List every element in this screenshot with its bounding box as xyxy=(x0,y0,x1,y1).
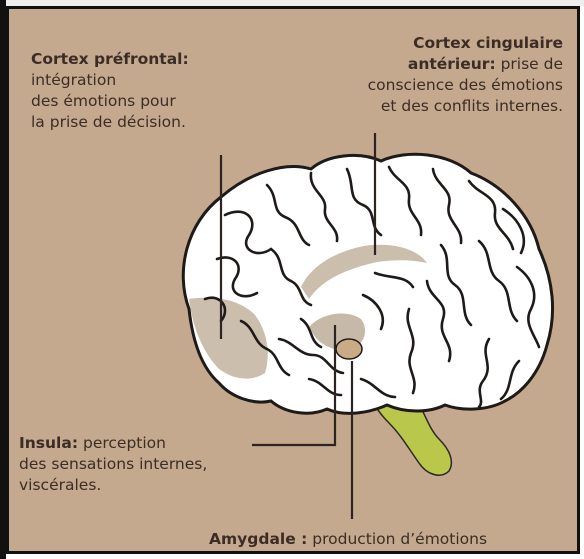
insula-pointer xyxy=(252,325,337,447)
brain-illustration xyxy=(181,133,555,519)
leader-lines xyxy=(219,133,377,519)
cingulate-line2: conscience des émotions xyxy=(367,76,563,94)
insula-line3: viscérales. xyxy=(19,476,102,494)
cingulate-line3: et des conflits internes. xyxy=(380,97,563,115)
prefrontal-title: Cortex préfrontal: xyxy=(31,50,189,68)
amygdala-label: Amygdale : production d’émotions xyxy=(209,529,577,550)
insula-title: Insula: xyxy=(19,434,79,452)
brain-gyri xyxy=(203,165,541,409)
insula-desc1: perception xyxy=(78,434,166,452)
cingulate-label: Cortex cingulaire antérieur: prise de co… xyxy=(263,33,563,117)
amygdala-region xyxy=(335,338,363,360)
cingulate-title2: antérieur: xyxy=(407,55,496,73)
amygdala-title: Amygdale : xyxy=(209,530,308,548)
top-border xyxy=(0,0,584,6)
insula-line2: des sensations internes, xyxy=(19,455,208,473)
brain-outline xyxy=(181,152,555,415)
prefrontal-line3: la prise de décision. xyxy=(31,113,186,131)
cingulate-region xyxy=(301,244,427,299)
prefrontal-line2: des émotions pour xyxy=(31,92,176,110)
left-border xyxy=(0,0,6,559)
prefrontal-label: Cortex préfrontal: intégration des émoti… xyxy=(31,49,291,133)
cingulate-desc1: prise de xyxy=(495,55,563,73)
diagram-panel: Cortex préfrontal: intégration des émoti… xyxy=(6,6,580,554)
amygdala-desc: production d’émotions xyxy=(307,530,488,548)
cingulate-title1: Cortex cingulaire xyxy=(413,34,563,52)
prefrontal-region xyxy=(189,297,268,379)
prefrontal-line1: intégration xyxy=(31,71,117,89)
insula-label: Insula: perception des sensations intern… xyxy=(19,433,309,496)
